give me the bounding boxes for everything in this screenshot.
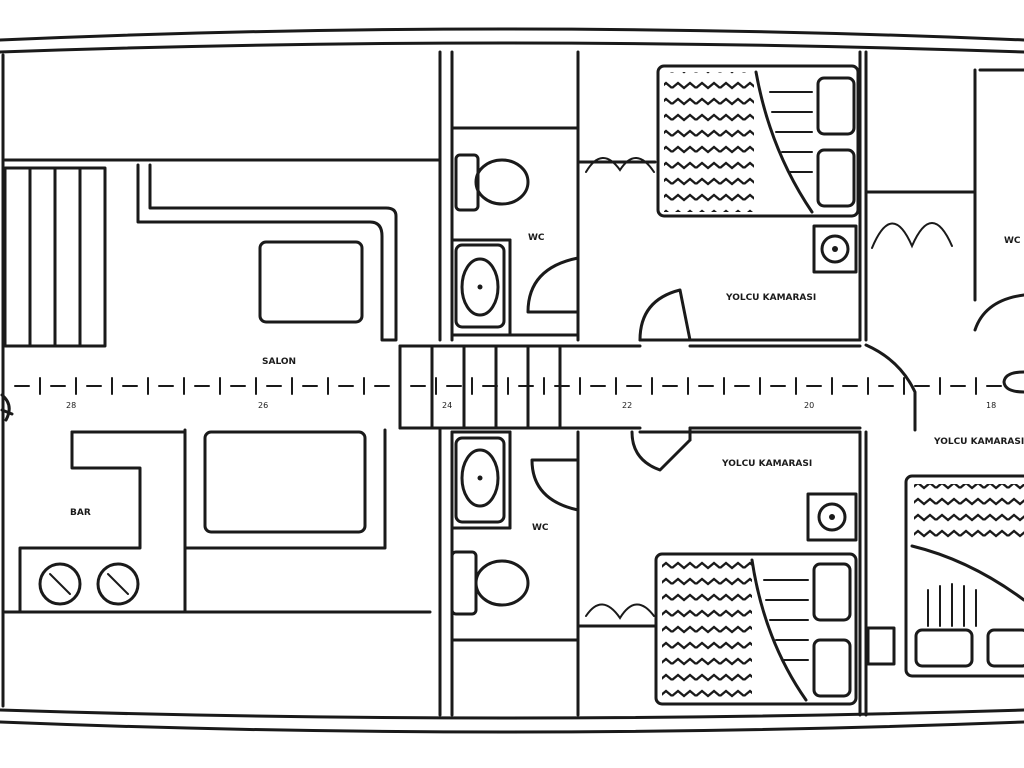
salon-settee — [136, 163, 398, 342]
label-cabin-bottom: YOLCU KAMARASI — [721, 459, 812, 469]
cabin-top-door — [638, 288, 692, 342]
cabin-right — [864, 343, 1024, 717]
label-cabin-right: YOLCU KAMARASI — [933, 437, 1024, 447]
salon-steps — [3, 166, 107, 348]
cabin-top — [576, 50, 868, 342]
toilet-icon — [454, 153, 530, 212]
shower-drain-icon — [806, 492, 858, 542]
toilet-icon — [450, 550, 530, 616]
bar-stool-icon — [38, 562, 82, 606]
label-bar: BAR — [70, 508, 91, 518]
label-cabin-top: YOLCU KAMARASI — [725, 293, 816, 303]
cabin-right-fixture-icon — [866, 626, 896, 666]
cabin-top-wardrobe-doors — [585, 157, 655, 173]
wc-top-door — [526, 256, 580, 314]
wc-right — [864, 68, 1024, 332]
frame-number: 20 — [804, 401, 814, 410]
wc-right-doors — [871, 222, 953, 249]
frame-number: 24 — [442, 401, 452, 410]
bed-icon — [654, 552, 858, 706]
wc-bottom-door — [530, 458, 580, 512]
cabin-bottom-wardrobe-doors — [585, 603, 655, 620]
sink-icon — [454, 436, 506, 524]
bar-stool-icon — [96, 562, 140, 606]
salon-table-bottom — [203, 430, 367, 534]
wc-top — [450, 50, 580, 342]
sink-icon — [454, 243, 506, 329]
bow-fitting-icon — [0, 393, 14, 422]
shower-drain-icon — [812, 224, 858, 274]
salon-area — [3, 50, 442, 717]
salon-table-top — [258, 240, 364, 324]
cabin-bottom — [576, 426, 862, 717]
label-salon: SALON — [262, 357, 296, 367]
label-wc-right: WC — [1004, 236, 1021, 246]
bar-area — [0, 393, 187, 614]
label-wc-bottom: WC — [532, 523, 549, 533]
salon-lower-settee — [183, 428, 387, 614]
frame-markers: 28 26 24 22 20 18 — [14, 377, 1011, 410]
label-wc-top: WC — [528, 233, 545, 243]
hull-outline — [0, 27, 1024, 734]
bed-icon — [656, 64, 860, 218]
passage-steps — [398, 344, 562, 430]
frame-number: 18 — [986, 401, 996, 410]
frame-number: 26 — [258, 401, 268, 410]
porthole-icon — [1002, 370, 1024, 394]
frame-number: 22 — [622, 401, 632, 410]
frame-number: 28 — [66, 401, 76, 410]
wc-bottom — [450, 430, 580, 717]
wc-right-door — [973, 293, 1024, 332]
bed-icon — [904, 474, 1024, 678]
cabin-bottom-door — [630, 430, 692, 472]
